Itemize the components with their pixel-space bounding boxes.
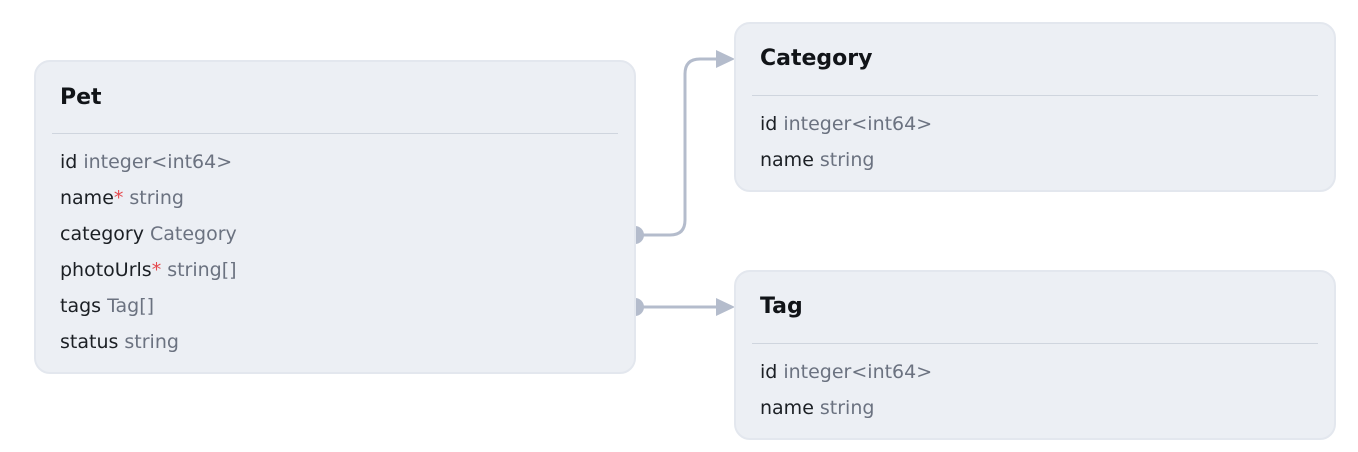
field-row[interactable]: photoUrls*string[]: [60, 252, 237, 288]
field-type: string: [124, 331, 179, 353]
field-type: string: [819, 397, 875, 419]
field-type: string: [129, 187, 184, 209]
edge-pet-tag-arrow-icon: [716, 298, 735, 316]
field-name: id: [760, 113, 778, 135]
required-marker: *: [151, 259, 162, 281]
node-title: Category: [760, 46, 873, 71]
field-row[interactable]: name*string: [60, 180, 237, 216]
field-type: integer<int64>: [783, 361, 933, 383]
field-type: integer<int64>: [83, 151, 233, 173]
field-name: name: [760, 397, 814, 419]
field-name: photoUrls: [60, 259, 152, 281]
node-title: Pet: [60, 85, 102, 110]
field-name: id: [760, 361, 778, 383]
edge-pet-category: [635, 57, 718, 237]
field-name: category: [60, 223, 144, 245]
field-type: Category: [149, 223, 237, 245]
field-type: string[]: [167, 259, 237, 281]
node-divider: [52, 133, 618, 134]
field-type: integer<int64>: [783, 113, 933, 135]
field-name: status: [60, 331, 119, 353]
node-divider: [752, 95, 1318, 96]
required-marker: *: [113, 187, 124, 209]
edge-pet-category-arrow-icon: [716, 50, 735, 68]
field-type: string: [819, 149, 875, 171]
field-name: name: [760, 149, 814, 171]
field-type: Tag[]: [107, 295, 155, 317]
node-title: Tag: [760, 294, 803, 319]
field-name: id: [60, 151, 78, 173]
node-divider: [752, 343, 1318, 344]
field-name: name: [60, 187, 114, 209]
field-name: tags: [60, 295, 102, 317]
